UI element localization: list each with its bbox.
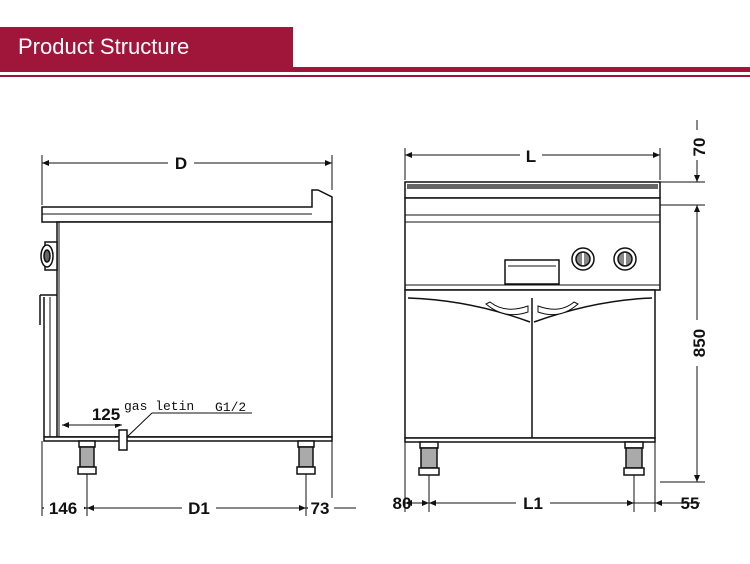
front-inner-length-label: L1	[523, 494, 543, 513]
front-right-offset-label: 55	[681, 494, 700, 513]
side-view	[39, 189, 333, 475]
front-top-height-label: 70	[690, 138, 709, 157]
header-rule-thin	[0, 75, 750, 77]
side-depth-label: D	[175, 154, 187, 173]
gas-inlet-size-label: G1/2	[215, 400, 246, 415]
front-view	[404, 181, 661, 476]
section-title: Product Structure	[18, 34, 190, 59]
side-right-offset-label: 73	[311, 499, 330, 518]
front-left-offset-label: 80	[393, 494, 412, 513]
front-length-label: L	[526, 147, 536, 166]
gas-inlet-label: gas letin	[124, 399, 194, 414]
section-title-banner: Product Structure	[0, 27, 293, 67]
header-rule-thick	[0, 67, 750, 72]
front-body-height-label: 850	[690, 329, 709, 357]
gas-inlet-offset-label: 125	[92, 405, 120, 424]
side-left-offset-label: 146	[49, 499, 77, 518]
side-inner-depth-label: D1	[188, 499, 210, 518]
